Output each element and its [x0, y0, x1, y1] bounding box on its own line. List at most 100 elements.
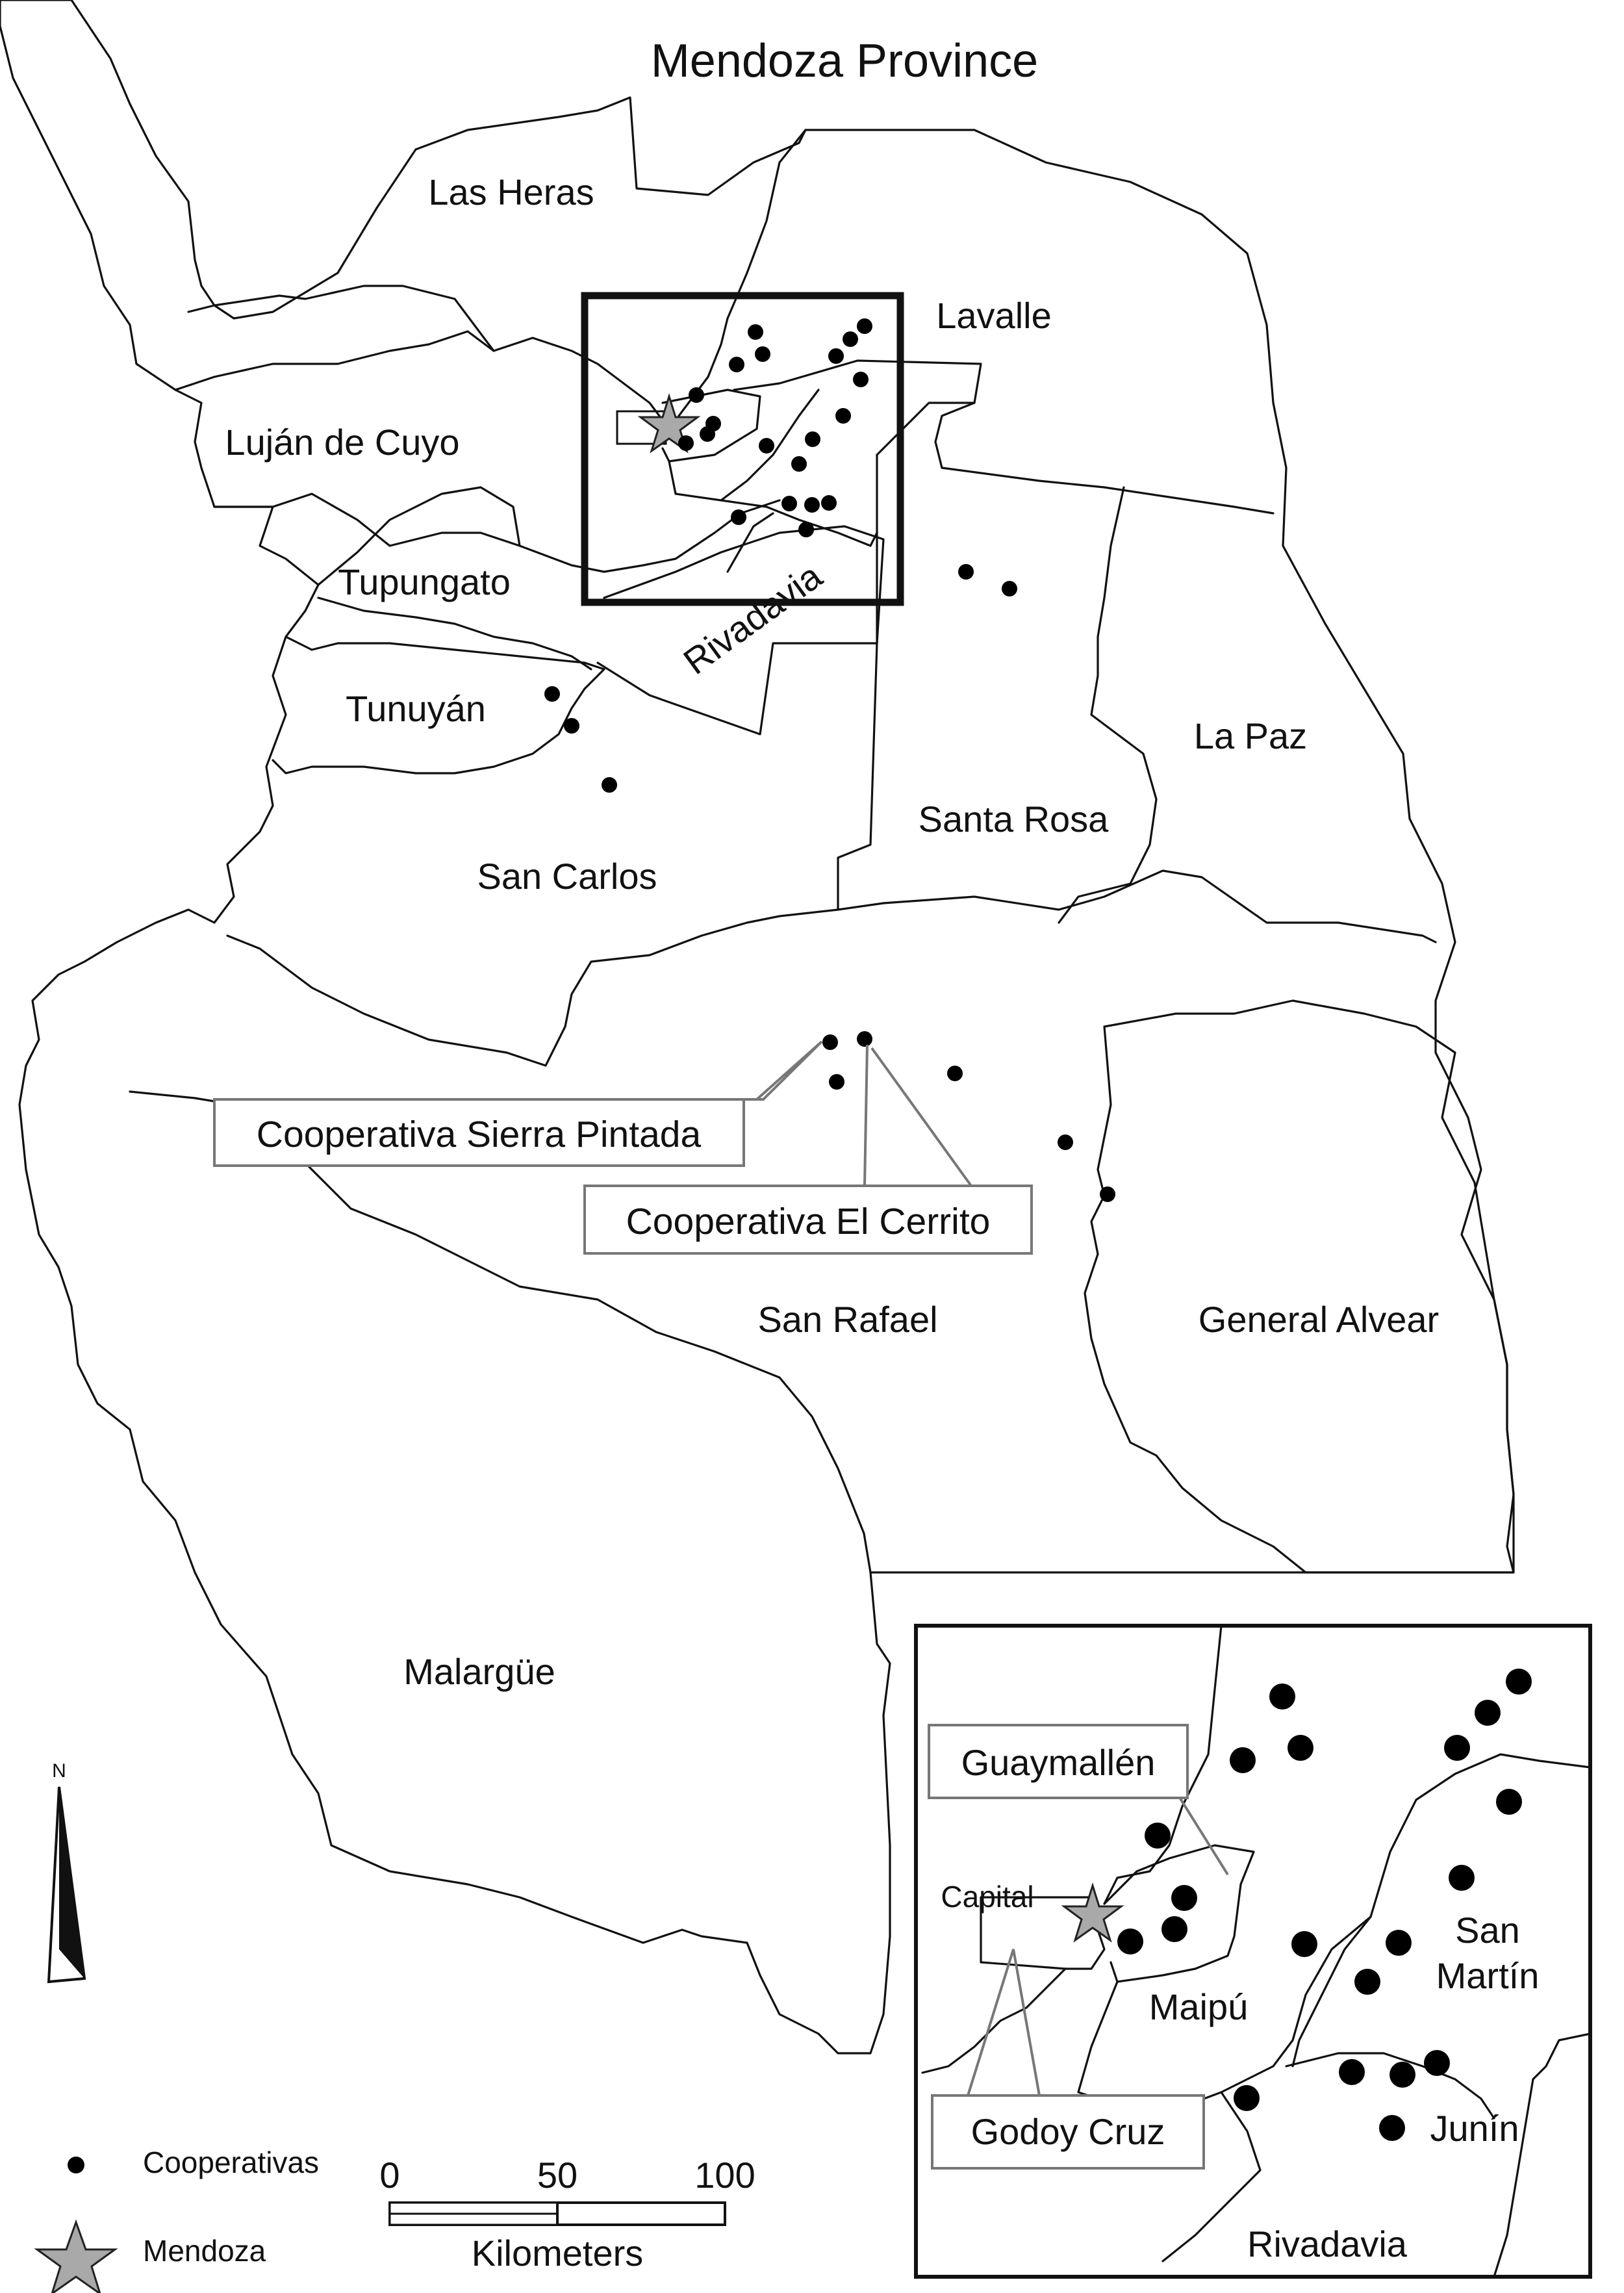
inset-label-san: San	[1455, 1910, 1520, 1951]
legend: Cooperativas Mendoza	[34, 2146, 319, 2293]
cooperative-dot	[1449, 1865, 1475, 1891]
inset-boundary-maipu-north	[1103, 1844, 1255, 1983]
inset-label-maipu: Maipú	[1149, 1986, 1249, 2027]
cooperative-dot	[1234, 2085, 1260, 2111]
cooperative-dot	[1386, 1930, 1412, 1956]
callout-godoy-cruz-box	[931, 2094, 1205, 2170]
label-tupungato: Tupungato	[338, 561, 511, 602]
scale-tick-50: 50	[537, 2155, 577, 2196]
cooperative-dot	[1230, 1747, 1256, 1773]
scale-tick-100: 100	[694, 2155, 755, 2196]
cooperative-dot	[755, 346, 770, 362]
inset-boundary-rivadavia	[1493, 2078, 1534, 2278]
inset-boundary-maipu-east	[1220, 1915, 1372, 2094]
boundary-santa-rosa-north	[876, 402, 976, 456]
inset-boundary-east	[1532, 2032, 1592, 2081]
boundary-rivadavia	[596, 525, 885, 736]
callout-godoy-cruz: Godoy Cruz	[971, 2111, 1165, 2152]
cooperative-dot	[822, 1034, 838, 1050]
cooperative-dot	[700, 426, 715, 442]
inset-map: Maipú San Martín Junín Rivadavia Capital…	[914, 1624, 1592, 2279]
boundary-las-heras	[187, 285, 670, 430]
cooperative-dot	[798, 522, 814, 537]
cooperative-dot	[791, 456, 807, 472]
boundary-tupungato	[317, 486, 521, 586]
cooperative-dot	[564, 718, 579, 734]
cooperative-dot	[731, 509, 746, 525]
label-tunuyan: Tunuyán	[346, 688, 486, 729]
cooperative-dot	[1269, 1684, 1295, 1710]
legend-mendoza: Mendoza	[143, 2234, 266, 2268]
cooperative-dot	[689, 387, 704, 403]
label-las-heras: Las Heras	[428, 172, 594, 212]
cooperative-dot	[759, 438, 774, 454]
main-mendoza-star-icon	[637, 392, 701, 454]
inset-boundary-san-martin	[1285, 2052, 1495, 2120]
map-title: Mendoza Province	[651, 35, 1038, 87]
cooperative-dot	[1496, 1789, 1522, 1815]
legend-cooperativas: Cooperativas	[143, 2146, 319, 2179]
inset-boundary-lavalle	[1291, 1753, 1592, 2068]
cooperative-dot	[857, 318, 872, 334]
cooperative-dot	[544, 686, 560, 702]
label-malargue: Malargüe	[403, 1651, 555, 1692]
main-san-martin-outline	[720, 499, 878, 547]
cooperative-dot	[1002, 581, 1017, 596]
scale-tick-0: 0	[379, 2155, 400, 2196]
cooperative-dot	[843, 331, 858, 347]
cooperative-dot	[805, 431, 820, 447]
cooperative-dot	[857, 1031, 872, 1047]
inset-cooperative-dots	[1117, 1669, 1532, 2141]
boundary-lujan-south	[213, 493, 781, 573]
north-label: N	[52, 1760, 66, 1782]
cooperative-dot	[1354, 1969, 1380, 1995]
inset-label-martin: Martín	[1436, 1955, 1540, 1996]
cooperative-dot	[1379, 2115, 1405, 2141]
cooperative-dot	[1339, 2059, 1365, 2085]
label-lujan-de-cuyo: Luján de Cuyo	[225, 422, 459, 463]
cooperative-dot	[1161, 1916, 1187, 1942]
cooperative-dot	[1506, 1669, 1532, 1695]
cooperative-dot	[835, 408, 851, 424]
boundary-general-alvear	[1084, 999, 1515, 1574]
callout-guaymallen-box	[928, 1724, 1189, 1799]
cooperative-dot	[781, 496, 797, 511]
boundary-san-carlos-south	[226, 908, 839, 1067]
cooperative-dot	[829, 1074, 844, 1090]
cooperative-dot	[1171, 1885, 1197, 1911]
inset-label-rivadavia: Rivadavia	[1247, 2223, 1408, 2264]
main-cooperative-dots	[544, 318, 1115, 1202]
label-la-paz: La Paz	[1194, 715, 1307, 756]
cooperative-dot	[821, 495, 837, 511]
cooperative-dot	[1145, 1823, 1171, 1849]
leader-guaymallen	[1178, 1795, 1229, 1876]
leader-el-cerrito	[863, 1044, 972, 1187]
scale-bar: 0 50 100 Kilometers	[379, 2155, 755, 2274]
boundary-tupungato-south	[317, 596, 592, 671]
leader-sierra-pintada	[744, 1040, 823, 1101]
cooperative-dot	[804, 497, 820, 513]
label-santa-rosa: Santa Rosa	[919, 799, 1109, 839]
callout-el-cerrito-box	[583, 1185, 1033, 1255]
inset-label-capital: Capital	[941, 1880, 1034, 1914]
callout-guaymallen: Guaymallén	[961, 1742, 1156, 1783]
inset-boundary-guaymallen-west	[1103, 1624, 1223, 1905]
leader-godoy-cruz	[967, 1949, 1041, 2096]
cooperative-dot	[748, 324, 763, 340]
cooperative-dot	[1444, 1735, 1470, 1761]
boundary-la-paz-south	[837, 869, 1437, 943]
cooperative-dot	[1117, 1928, 1143, 1954]
scale-unit: Kilometers	[472, 2233, 644, 2274]
label-rivadavia: Rivadavia	[676, 555, 830, 682]
inset-label-junin: Junín	[1430, 2108, 1519, 2149]
boundary-santa-rosa-west	[837, 454, 878, 911]
cooperative-dot	[1389, 2062, 1415, 2088]
main-maipu-outline	[668, 389, 820, 502]
cooperative-dot	[602, 777, 617, 793]
cooperative-dot	[1424, 2050, 1450, 2076]
cooperative-dot	[1100, 1186, 1115, 1202]
boundary-tunuyan	[272, 635, 605, 775]
cooperative-dot	[947, 1066, 963, 1081]
cooperative-dot	[1058, 1134, 1073, 1150]
